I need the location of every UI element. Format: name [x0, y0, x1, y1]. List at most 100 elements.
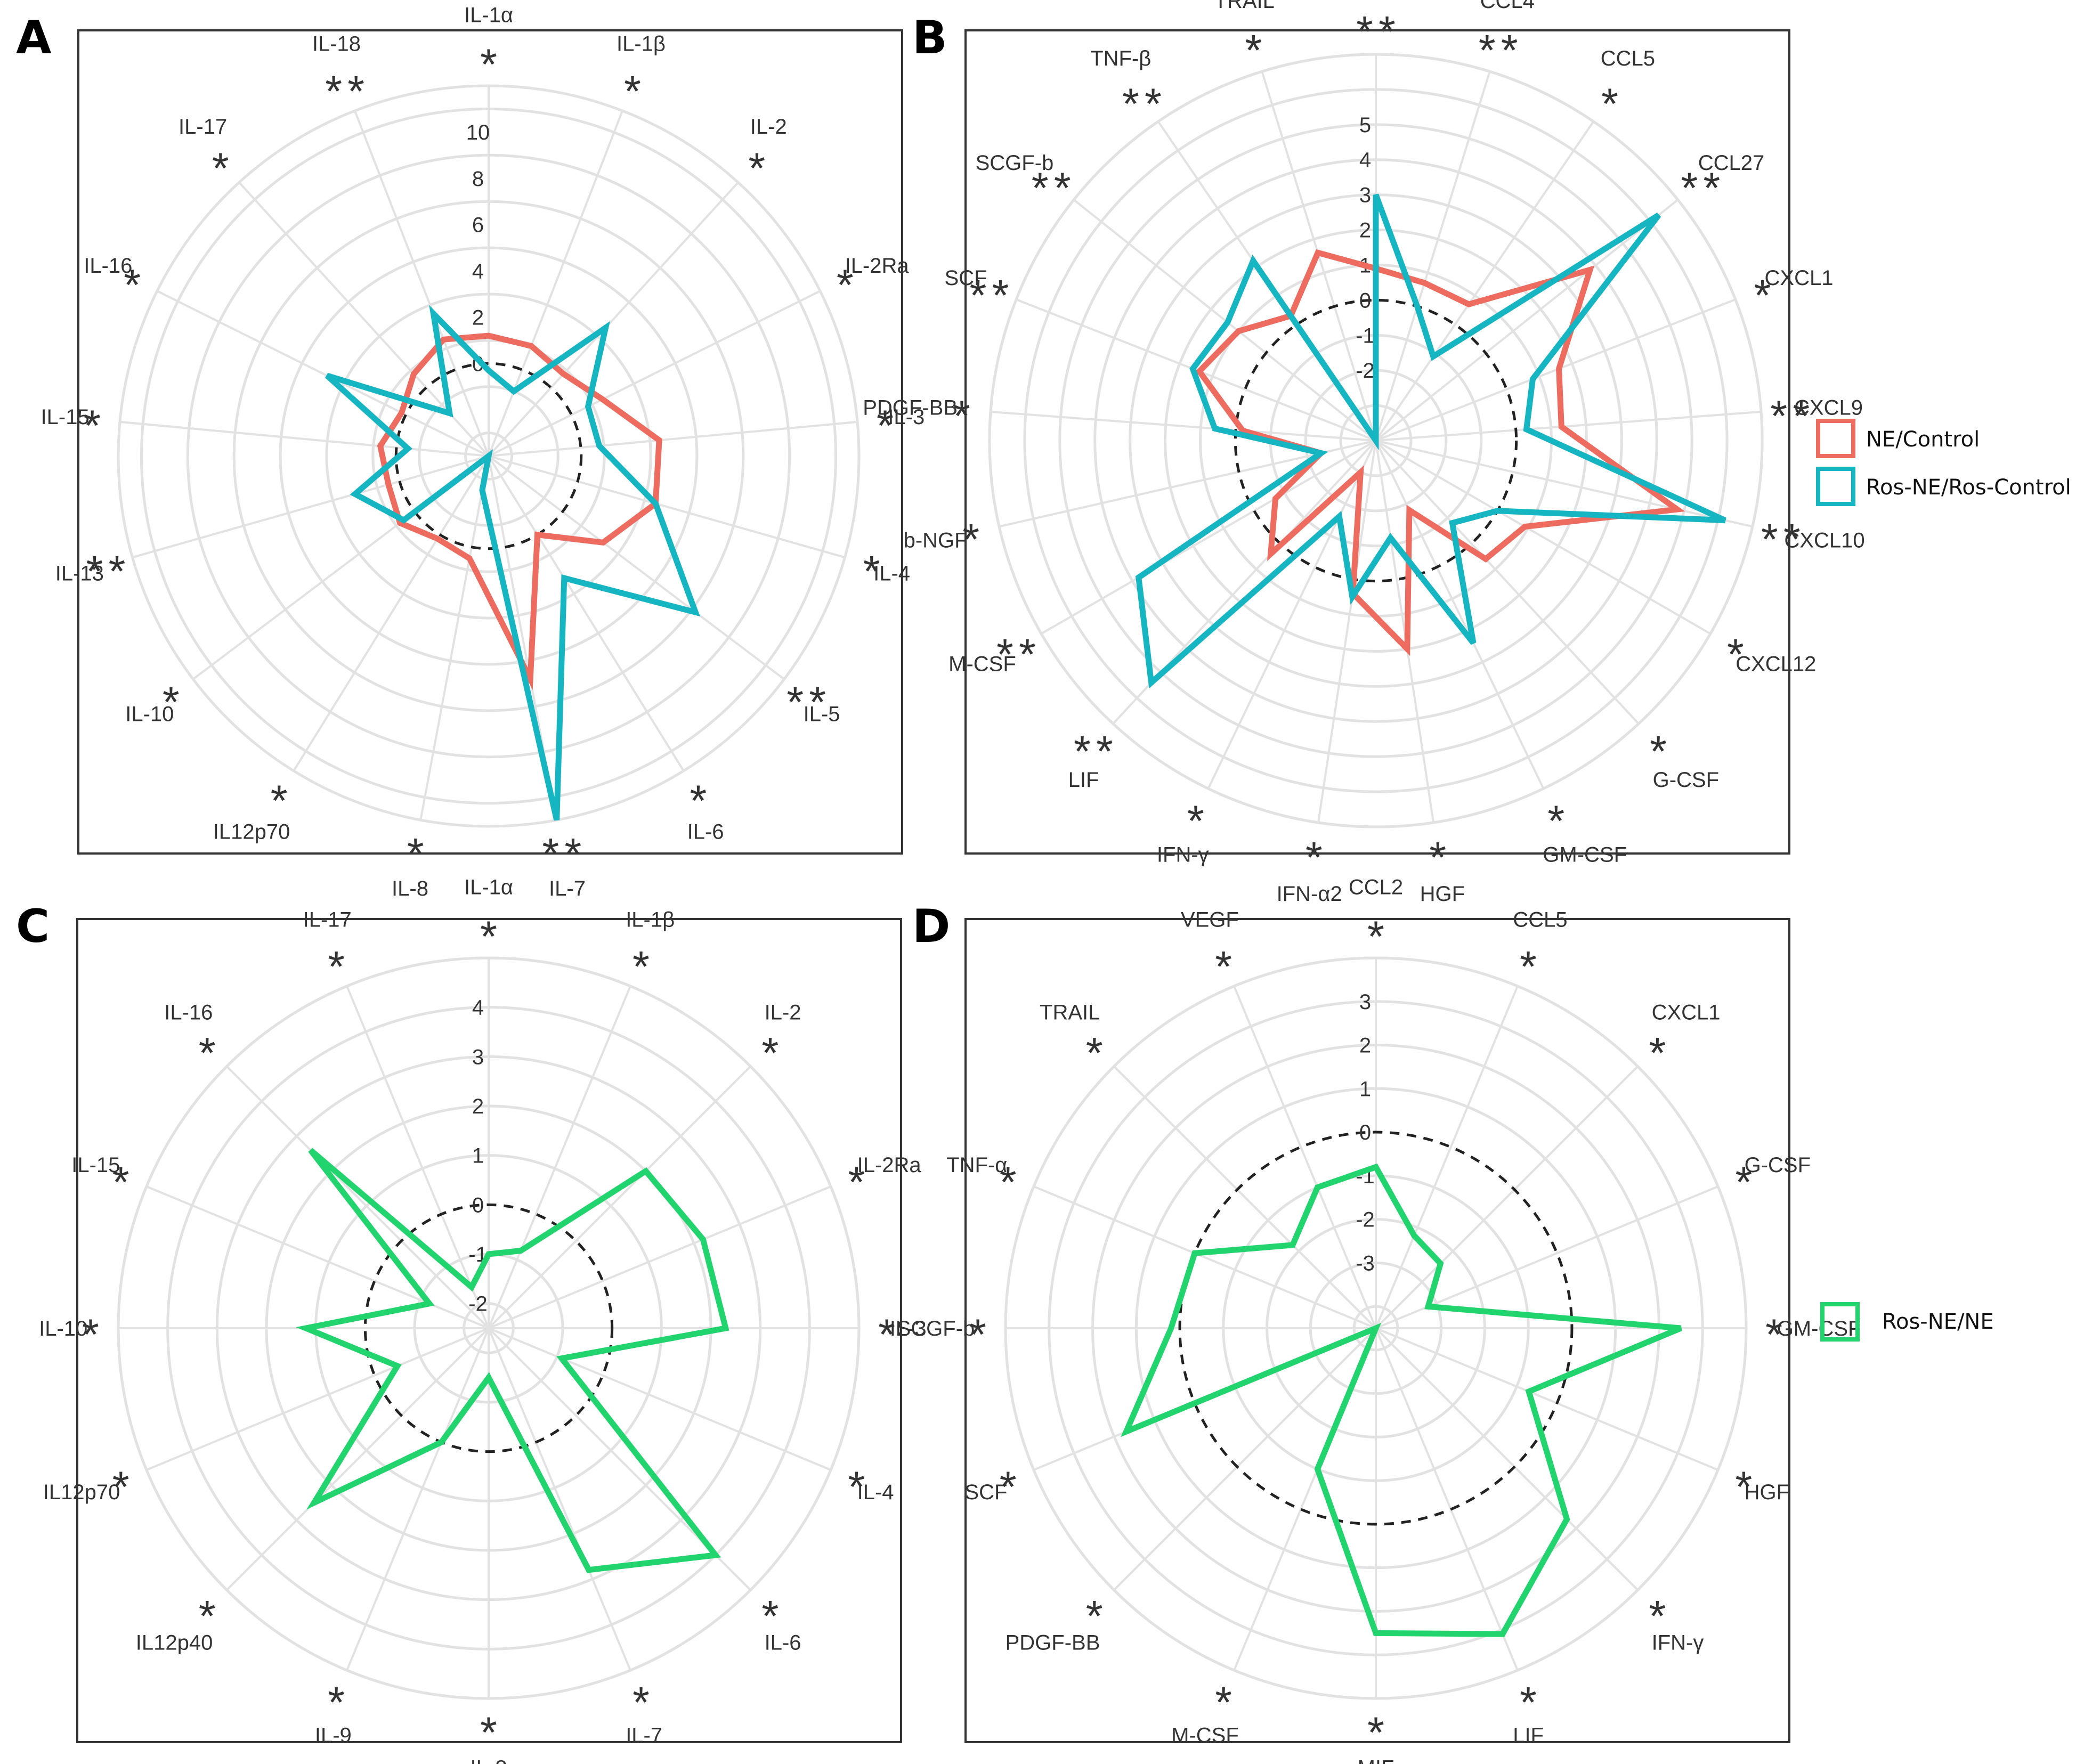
- panel-b-category-label-cxcl12: CXCL12: [1736, 653, 1816, 676]
- panel-b-significance-marker: *: [1547, 797, 1564, 846]
- panel-b-significance-marker: *: [1054, 164, 1071, 213]
- panel-c-spoke: [146, 1327, 489, 1471]
- panel-c-tick-label: 3: [472, 1045, 484, 1069]
- panel-b-spoke: [1041, 440, 1377, 635]
- panel-b-significance-marker: *: [1019, 631, 1036, 679]
- panel-a-category-label-il-8: IL-8: [392, 877, 428, 900]
- panel-d-tick-label: -3: [1356, 1251, 1375, 1275]
- panel-a-significance-marker: *: [84, 402, 101, 450]
- panel-b-significance-marker: *: [1356, 8, 1373, 56]
- panel-d-tick-label: 2: [1359, 1034, 1371, 1058]
- panel-a-significance-marker: *: [325, 67, 342, 116]
- panel-a-category-label-il-2: IL-2: [750, 115, 787, 139]
- panel-b-significance-marker: *: [1306, 834, 1323, 882]
- panel-a-significance-marker: *: [624, 67, 641, 116]
- panel-c-spoke: [488, 986, 631, 1329]
- panel-d-significance-marker: *: [1000, 1158, 1017, 1207]
- panel-c-significance-marker: *: [633, 943, 650, 991]
- legend-key-ros-ne-ros-control: [1816, 467, 1855, 506]
- panel-a-category-label-il-1alpha: IL-1α: [464, 3, 513, 27]
- panel-b-significance-marker: *: [1650, 727, 1667, 776]
- panel-c-category-label-il-8: IL-8: [471, 1757, 507, 1764]
- panel-b-spoke: [1375, 410, 1762, 442]
- panel-b-category-label-ccl27: CCL27: [1698, 151, 1765, 175]
- panel-b-spoke: [1375, 298, 1736, 442]
- panel-d-tick-label: -2: [1356, 1208, 1375, 1232]
- panel-a-series-ne-control-line: [377, 332, 662, 690]
- legend-bottom: Ros-NE/NE: [1820, 1302, 1994, 1342]
- panel-b-tick-label: -2: [1356, 359, 1375, 383]
- panel-c-significance-marker: *: [112, 1158, 129, 1207]
- panel-a-spoke: [488, 455, 785, 680]
- panel-b-significance-marker: *: [1703, 164, 1720, 213]
- panel-a-significance-marker: *: [108, 548, 125, 596]
- panel-b-category-label-ifn-gamma: IFN-γ: [1157, 843, 1209, 866]
- panel-b-spoke: [1317, 440, 1377, 823]
- panel-d-tick-label: 0: [1359, 1121, 1371, 1144]
- panel-b-significance-marker: *: [1379, 8, 1396, 56]
- panel-a-significance-marker: *: [271, 777, 288, 825]
- panel-b-significance-marker: *: [1096, 727, 1113, 776]
- panel-c-spoke: [346, 986, 490, 1329]
- panel-b-spoke: [1375, 199, 1679, 442]
- panel-c-significance-marker: *: [328, 1678, 345, 1727]
- panel-d-significance-marker: *: [1649, 1029, 1666, 1078]
- panel-d-significance-marker: *: [1367, 913, 1384, 961]
- panel-d-category-label-pdgf-bb: PDGF-BB: [1006, 1631, 1100, 1655]
- panel-b-category-label-m-csf: M-CSF: [948, 653, 1016, 676]
- panel-b-category-label-cxcl1: CXCL1: [1765, 266, 1834, 290]
- panel-c-category-label-il-10: IL-10: [39, 1317, 87, 1340]
- panel-b-tick-label: -1: [1356, 324, 1375, 347]
- panel-a-tick-label: 2: [472, 306, 484, 329]
- panel-a-category-label-il-2ra: IL-2Ra: [845, 254, 910, 278]
- panel-d-spoke: [1375, 1328, 1519, 1671]
- panel-b-significance-marker: *: [1145, 80, 1162, 128]
- panel-c-significance-marker: *: [761, 1592, 779, 1640]
- panel-c-significance-marker: *: [199, 1029, 216, 1078]
- panel-a-spoke: [354, 110, 490, 457]
- panel-a-significance-marker: *: [748, 144, 765, 193]
- panel-d-spoke: [1113, 1327, 1377, 1591]
- panel-a-series-ros-ne-ros-control-line: [325, 305, 700, 821]
- panel-a-spoke: [488, 420, 858, 457]
- panel-a-spoke: [293, 455, 490, 771]
- panel-a-spoke: [488, 182, 739, 457]
- panel-a-spoke: [488, 290, 821, 457]
- panel-b-spoke: [1375, 440, 1753, 528]
- panel-b-significance-marker: *: [1783, 515, 1801, 564]
- panel-b-spoke: [1207, 440, 1377, 790]
- panel-c-significance-marker: *: [328, 943, 345, 991]
- panel-b-category-label-lif: LIF: [1068, 768, 1099, 792]
- panel-c-significance-marker: *: [761, 1029, 779, 1078]
- legend-key-ros-ne-ne: [1820, 1302, 1860, 1342]
- panel-a-spoke: [488, 455, 846, 559]
- panel-b-category-label-b-ngf: b-NGF: [904, 529, 968, 552]
- panel-b-significance-marker: *: [970, 271, 987, 320]
- panel-b-category-label-cxcl10: CXCL10: [1784, 529, 1864, 552]
- panel-c-spoke: [488, 1328, 631, 1671]
- panel-d-significance-marker: *: [1215, 1678, 1232, 1727]
- panel-b-spoke: [1375, 71, 1491, 441]
- panel-b-spoke: [1073, 199, 1377, 442]
- panel-d-significance-marker: *: [1765, 1311, 1782, 1359]
- panel-b-significance-marker: *: [1245, 26, 1262, 75]
- panel-d-category-label-m-csf: M-CSF: [1171, 1724, 1239, 1747]
- panel-b-significance-marker: *: [1074, 727, 1091, 776]
- panel-b-significance-marker: *: [1501, 26, 1518, 75]
- panel-a-significance-marker: *: [786, 678, 804, 727]
- panel-a-category-label-il-16: IL-16: [84, 254, 132, 278]
- panel-b-zero-line: [1234, 298, 1518, 583]
- panel-b-significance-marker: *: [1793, 392, 1810, 441]
- panel-a-significance-marker: *: [877, 402, 894, 450]
- panel-b-significance-marker: *: [1681, 164, 1698, 213]
- panel-c-spoke: [488, 1185, 831, 1329]
- panel-d-category-label-scf: SCF: [964, 1481, 1007, 1504]
- panel-a-significance-marker: *: [407, 830, 424, 878]
- panel-b-tick-label: 5: [1359, 113, 1371, 137]
- legend-top: NE/Control Ros-NE/Ros-Control: [1816, 419, 2071, 506]
- panel-c-tick-label: 2: [472, 1095, 484, 1118]
- panel-b-spoke: [990, 410, 1376, 442]
- panel-d-significance-marker: *: [1735, 1463, 1752, 1511]
- panel-d-spoke: [1375, 986, 1519, 1329]
- panel-c-category-label-il-7: IL-7: [626, 1724, 662, 1747]
